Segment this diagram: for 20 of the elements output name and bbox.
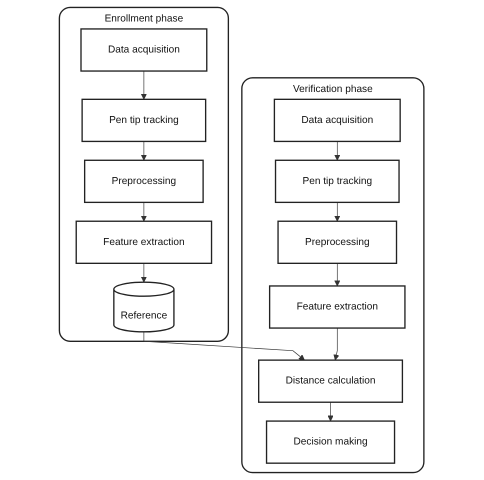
arrow <box>141 70 148 100</box>
arrow <box>328 402 334 422</box>
node-box: Preprocessing <box>278 220 398 264</box>
node-box: Data acquisition <box>80 28 208 72</box>
node-box: Pen tip tracking <box>82 98 207 142</box>
node-box: Distance calculation <box>258 359 404 403</box>
node-box: Decision making <box>266 420 396 464</box>
node-box: Pen tip tracking <box>275 160 400 204</box>
arrow <box>334 262 341 286</box>
arrow <box>334 202 341 222</box>
node-box: Data acquisition <box>274 98 402 142</box>
node-box: Feature extraction <box>76 220 213 264</box>
arrow <box>334 141 341 161</box>
arrow <box>144 332 306 360</box>
arrow <box>141 202 148 222</box>
node-box: Feature extraction <box>269 285 406 329</box>
arrow <box>141 141 148 161</box>
arrow <box>141 262 148 282</box>
arrow <box>334 328 340 360</box>
node-box: Preprocessing <box>84 160 204 204</box>
